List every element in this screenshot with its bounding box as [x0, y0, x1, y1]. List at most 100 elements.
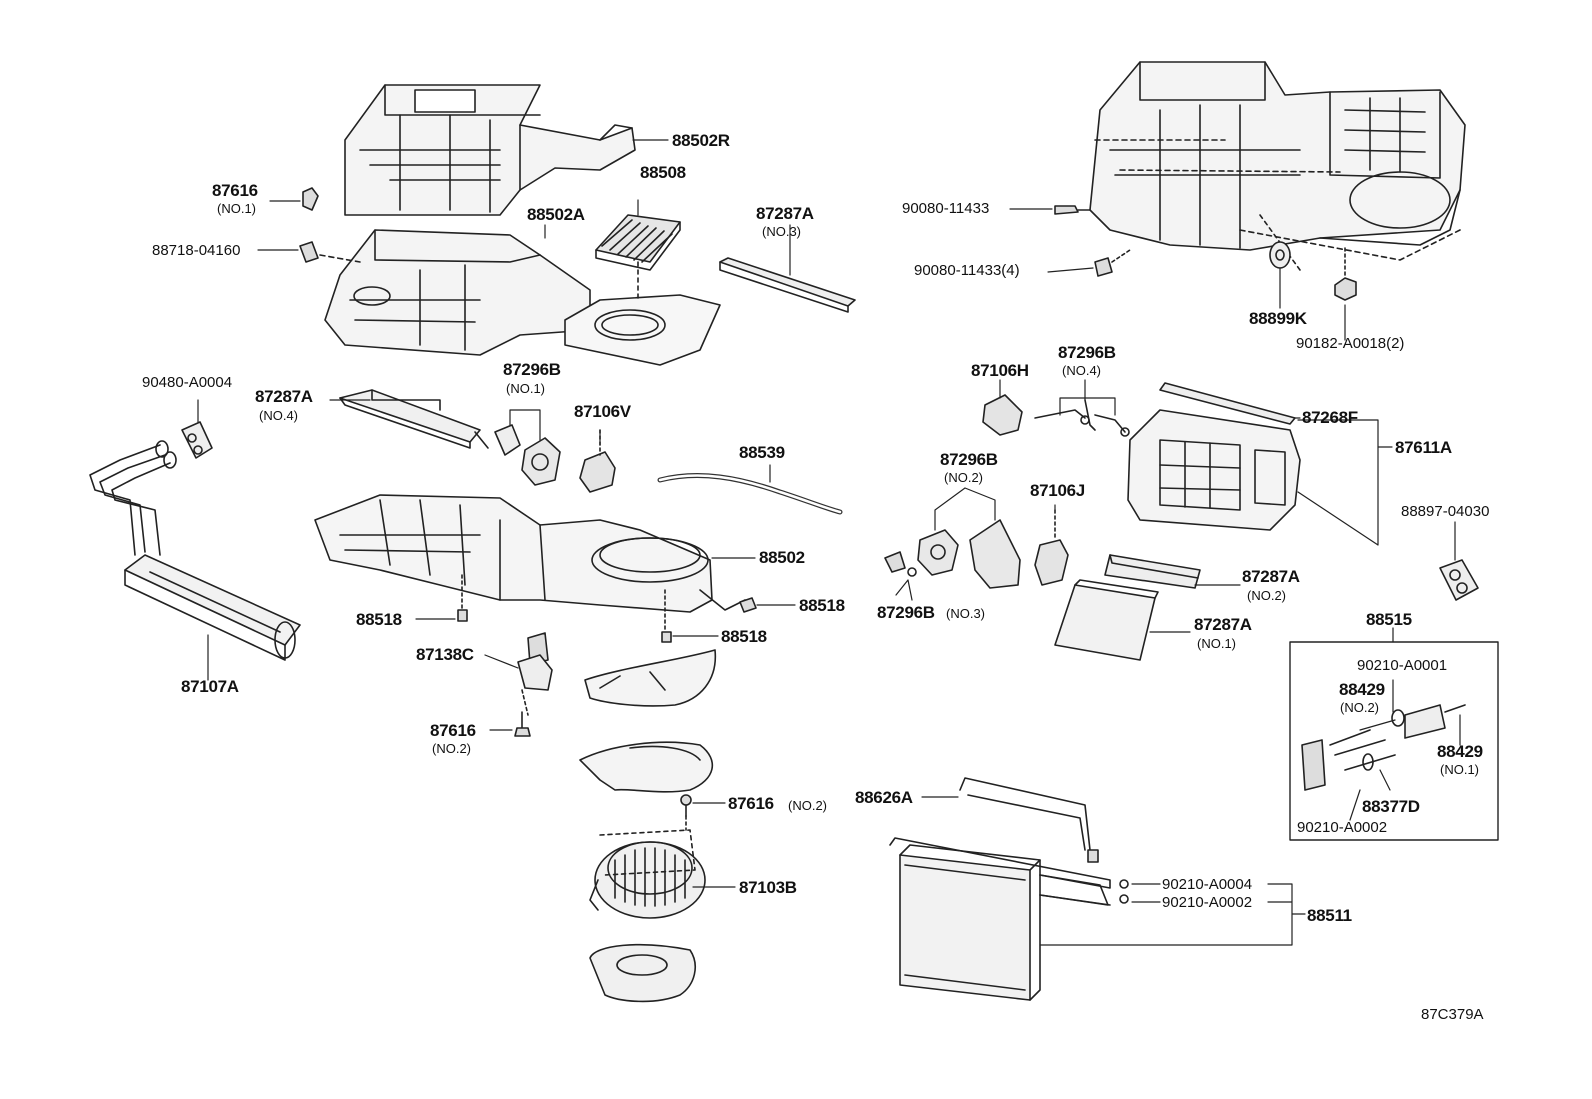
- door-87287A-no2-shape: [1104, 554, 1201, 589]
- lower-case-88502A-shape: [324, 229, 591, 356]
- label-87268F: 87268F: [1302, 408, 1358, 427]
- label-88429-no1-sub: (NO.1): [1440, 762, 1479, 777]
- label-88626A: 88626A: [855, 788, 913, 807]
- grommet-90480-shape: [181, 421, 213, 459]
- label-88518-middle: 88518: [721, 627, 767, 646]
- blower-housing-88502-shape: [314, 494, 746, 613]
- label-88377D: 88377D: [1362, 797, 1420, 816]
- clip-87616-no1-shape: [302, 187, 319, 211]
- label-87103B: 87103B: [739, 878, 797, 897]
- grommet-88897-shape: [1439, 559, 1479, 601]
- label-87287A-no3-sub: (NO.3): [762, 224, 801, 239]
- label-87296B-no3-sub: (NO.3): [946, 606, 985, 621]
- bolt-90080-shape: [1054, 205, 1091, 215]
- upper-case-88502R-shape: [344, 84, 636, 216]
- blower-motor-87103B-shape: [589, 829, 706, 919]
- actuator-87106V-shape: [579, 429, 616, 493]
- linkage-87296B-no3-shape: [884, 551, 917, 577]
- label-90210-A0002-kit: 90210-A0002: [1297, 819, 1388, 836]
- label-87296B-no4-sub: (NO.4): [1062, 363, 1101, 378]
- label-87616-lower-sub: (NO.2): [788, 798, 827, 813]
- label-90480-A0004: 90480-A0004: [142, 374, 233, 391]
- label-88897-04030: 88897-04030: [1401, 503, 1490, 520]
- resistor-87138C-shape: [517, 632, 553, 716]
- label-87138C: 87138C: [416, 645, 474, 664]
- label-88502R: 88502R: [672, 131, 730, 150]
- door-87287A-no4-shape: [339, 389, 489, 449]
- heater-core-87107A-shape: [89, 440, 301, 661]
- label-88429-no2-sub: (NO.2): [1340, 700, 1379, 715]
- label-90080-11433: 90080-11433: [902, 200, 990, 217]
- label-87296B-no1: 87296B: [503, 360, 561, 379]
- evaporator-88511-shape: [889, 837, 1129, 1001]
- label-87107A: 87107A: [181, 677, 239, 696]
- label-87616-lower: 87616: [728, 794, 774, 813]
- label-87287A-no1: 87287A: [1194, 615, 1252, 634]
- label-87296B-no4: 87296B: [1058, 343, 1116, 362]
- linkage-87296B-no4-shape: [1034, 399, 1130, 437]
- bracket-88626A-shape: [959, 777, 1099, 863]
- main-assembly-shape: [1089, 61, 1466, 271]
- label-87287A-no2-sub: (NO.2): [1247, 588, 1286, 603]
- label-88518-left: 88518: [356, 610, 402, 629]
- label-87296B-no3: 87296B: [877, 603, 935, 622]
- label-88511: 88511: [1307, 906, 1352, 925]
- label-87287A-no2: 87287A: [1242, 567, 1300, 586]
- label-87106J: 87106J: [1030, 481, 1085, 500]
- label-88899K: 88899K: [1249, 309, 1307, 328]
- label-87106V: 87106V: [574, 402, 631, 421]
- expansion-valve-shape: [1301, 704, 1466, 791]
- label-90210-A0004: 90210-A0004: [1162, 876, 1253, 893]
- label-87287A-no1-sub: (NO.1): [1197, 636, 1236, 651]
- filter-88508-shape: [595, 214, 681, 271]
- label-87287A-no3: 87287A: [756, 204, 814, 223]
- linkage-87296B-no1-shape: [494, 424, 561, 486]
- blower-sheet-upper-shape: [584, 649, 717, 707]
- label-88508: 88508: [640, 163, 686, 182]
- label-87616-no2: 87616: [430, 721, 476, 740]
- motor-base-shape: [589, 943, 696, 1003]
- diagram-reference-code: 87C379A: [1421, 1006, 1484, 1023]
- case-87611A-shape: [1127, 409, 1301, 531]
- leader-lines: [197, 139, 1461, 946]
- filter-frame-shape: [564, 261, 721, 366]
- grommet-88899K-shape: [1269, 241, 1291, 269]
- label-87616-no1-sub: (NO.1): [217, 201, 256, 216]
- label-87296B-no1-sub: (NO.1): [506, 381, 545, 396]
- actuator-87106H-shape: [982, 394, 1023, 436]
- label-87287A-no4-sub: (NO.4): [259, 408, 298, 423]
- label-88429-no2: 88429: [1339, 680, 1385, 699]
- bolt-90080-4-shape: [1094, 249, 1131, 277]
- label-90210-A0001: 90210-A0001: [1357, 657, 1448, 674]
- label-88718-04160: 88718-04160: [152, 242, 241, 259]
- blower-sheet-lower-shape: [579, 741, 714, 793]
- label-88515: 88515: [1366, 610, 1412, 629]
- nut-90182-shape: [1334, 244, 1357, 301]
- label-90080-11433-4: 90080-11433(4): [914, 262, 1020, 279]
- label-88518-right: 88518: [799, 596, 845, 615]
- label-87296B-no2-sub: (NO.2): [944, 470, 983, 485]
- label-88429-no1: 88429: [1437, 742, 1483, 761]
- hose-88539-shape: [657, 473, 843, 515]
- screw-87616-no2-shape: [514, 711, 531, 737]
- label-90182-A0018: 90182-A0018(2): [1296, 335, 1405, 352]
- label-88539: 88539: [739, 443, 785, 462]
- label-87287A-no4: 87287A: [255, 387, 313, 406]
- strip-87287A-no3-shape: [719, 257, 856, 313]
- label-87616-no2-sub: (NO.2): [432, 741, 471, 756]
- clip-88718-shape: [299, 241, 361, 263]
- label-88502A: 88502A: [527, 205, 585, 224]
- clip-88518-shape: [457, 574, 757, 643]
- actuator-87106J-shape: [1034, 509, 1069, 586]
- linkage-87296B-no2-shape: [917, 519, 1021, 589]
- door-87287A-no1-shape: [1054, 579, 1159, 661]
- label-87611A: 87611A: [1395, 438, 1452, 457]
- label-87106H: 87106H: [971, 361, 1029, 380]
- label-87296B-no2: 87296B: [940, 450, 998, 469]
- label-87616-no1: 87616: [212, 181, 258, 200]
- screw-87616-lower-shape: [680, 794, 692, 831]
- label-90210-A0002: 90210-A0002: [1162, 894, 1253, 911]
- label-88502: 88502: [759, 548, 805, 567]
